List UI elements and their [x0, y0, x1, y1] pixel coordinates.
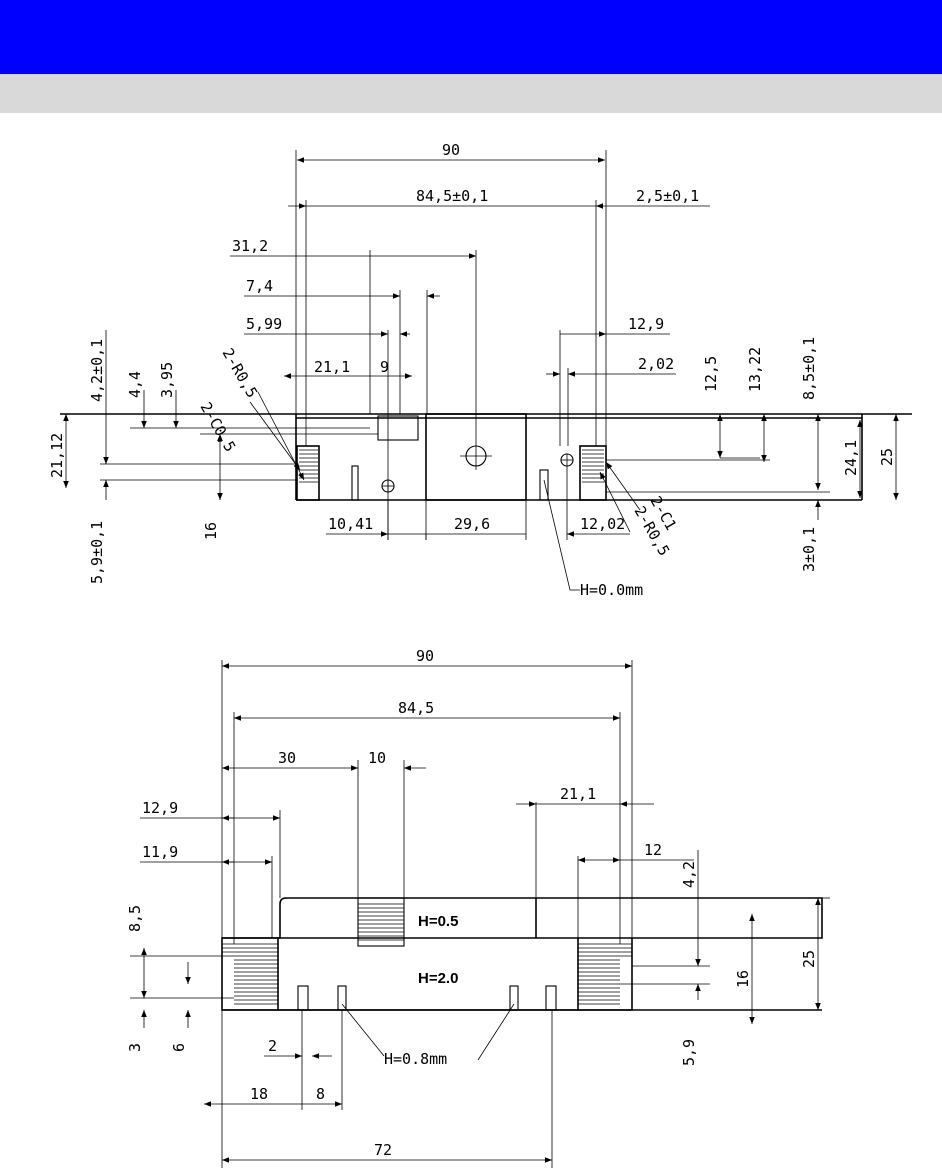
- top-dim-21-12: 21,12: [48, 433, 66, 478]
- bottom-dim-12: 12: [644, 841, 662, 859]
- top-center-chip: [426, 250, 526, 500]
- bottom-label-h20: H=2.0: [418, 970, 458, 987]
- top-dim-8-5: 8,5±0,1: [800, 337, 818, 400]
- bottom-dimension-labels: 90 84,5 30 10 21,1 12,9 11,9 12 4,2 8,5 …: [126, 647, 818, 1159]
- top-small-components: [352, 416, 573, 500]
- bottom-left-hatch: [222, 944, 278, 1004]
- bottom-board-outline: [222, 898, 822, 1010]
- bottom-dim-5-9: 5,9: [680, 1039, 698, 1066]
- top-dim-24-1: 24,1: [842, 440, 860, 476]
- bottom-right-hatch: [578, 944, 632, 1004]
- bottom-view-drawing: 90 84,5 30 10 21,1 12,9 11,9 12 4,2 8,5 …: [126, 647, 830, 1168]
- top-dim-90: 90: [442, 141, 460, 159]
- bottom-dim-11-9: 11,9: [142, 843, 178, 861]
- top-dim-10-41: 10,41: [328, 515, 373, 533]
- top-dim-4-4: 4,4: [126, 371, 144, 398]
- top-dim-3: 3±0,1: [800, 527, 818, 572]
- bottom-dim-8-5: 8,5: [126, 905, 144, 932]
- bottom-label-h05: H=0.5: [418, 913, 458, 930]
- top-dim-12-9: 12,9: [628, 315, 664, 333]
- bottom-dim-16: 16: [734, 970, 752, 988]
- top-dim-2-02: 2,02: [638, 355, 674, 373]
- top-dim-2-5: 2,5±0,1: [636, 187, 699, 205]
- top-dim-29-6: 29,6: [454, 515, 490, 533]
- bottom-dim-8: 8: [316, 1085, 325, 1103]
- top-dim-12-5: 12,5: [702, 356, 720, 392]
- bottom-dim-21-1: 21,1: [560, 785, 596, 803]
- bottom-note-h08: H=0.8mm: [384, 1050, 447, 1068]
- bottom-dim-25: 25: [800, 950, 818, 968]
- bottom-dim-18: 18: [250, 1085, 268, 1103]
- top-dim-5-9: 5,9±0,1: [88, 521, 106, 584]
- bottom-dim-90: 90: [416, 647, 434, 665]
- top-right-connector: [580, 446, 606, 500]
- bottom-dim-84-5: 84,5: [398, 699, 434, 717]
- top-dim-7-4: 7,4: [246, 277, 273, 295]
- top-dimension-labels: 90 84,5±0,1 2,5±0,1 31,2 7,4 5,99 12,9 2…: [48, 141, 896, 599]
- top-dim-16: 16: [202, 522, 220, 540]
- top-dim-31-2: 31,2: [232, 237, 268, 255]
- top-dim-4-2: 4,2±0,1: [88, 339, 106, 402]
- bottom-dim-10: 10: [368, 749, 386, 767]
- top-dim-5-99: 5,99: [246, 315, 282, 333]
- top-dim-9: 9: [380, 358, 389, 376]
- top-note-r05-left: 2-R0,5: [219, 345, 262, 401]
- top-view-drawing: 90 84,5±0,1 2,5±0,1 31,2 7,4 5,99 12,9 2…: [48, 141, 912, 599]
- bottom-dim-4-2: 4,2: [680, 861, 698, 888]
- bottom-extension-lines: [130, 660, 830, 1168]
- top-dim-3-95: 3,95: [158, 362, 176, 398]
- top-dim-84-5: 84,5±0,1: [416, 187, 488, 205]
- top-dim-12-02: 12,02: [580, 515, 625, 533]
- bottom-dimension-lines: [140, 666, 818, 1160]
- top-dim-25: 25: [878, 448, 896, 466]
- bottom-dim-12-9: 12,9: [142, 799, 178, 817]
- bottom-small-components: [298, 986, 556, 1010]
- bottom-dim-2: 2: [268, 1037, 277, 1055]
- top-note-c05: 2-C0,5: [197, 399, 240, 455]
- bottom-dim-3: 3: [126, 1043, 144, 1052]
- bottom-dim-30: 30: [278, 749, 296, 767]
- top-dim-21-1: 21,1: [314, 358, 350, 376]
- bottom-dim-6: 6: [170, 1043, 188, 1052]
- top-extension-lines: [100, 150, 830, 540]
- top-note-h00: H=0.0mm: [580, 581, 643, 599]
- bottom-dim-72: 72: [374, 1141, 392, 1159]
- top-dim-13-22: 13,22: [746, 347, 764, 392]
